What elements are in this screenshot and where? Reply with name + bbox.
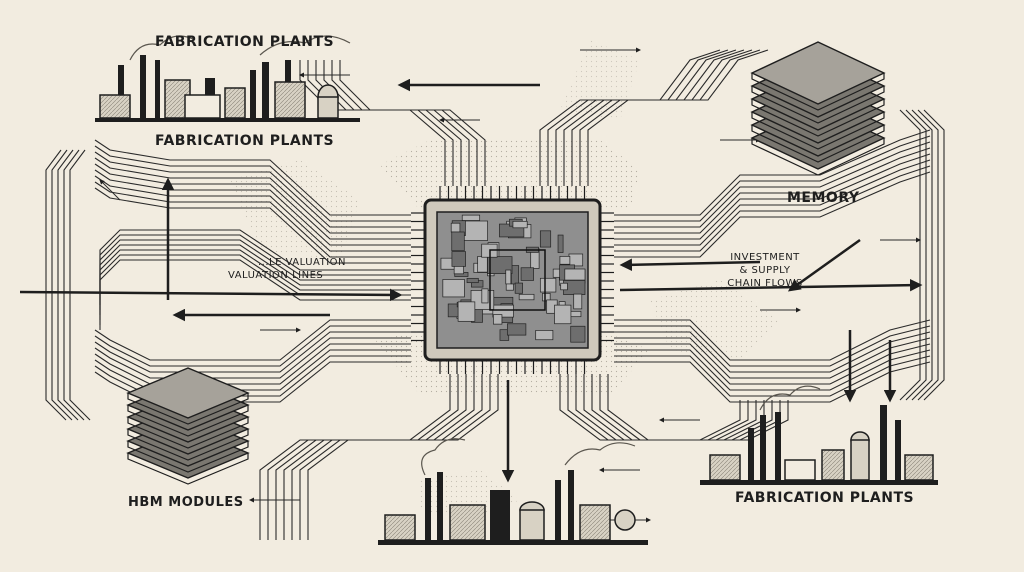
label-investment-line-2: & SUPPLY — [739, 265, 791, 276]
label-investment-line-3: CHAIN FLOWS — [727, 278, 803, 289]
label-valuation-lines: VALUATION LINES — [228, 270, 324, 281]
circuit-routing-lines — [45, 47, 945, 540]
label-valuation-1: ...LE VALUATION — [258, 257, 347, 268]
label-investment-supply-chain: INVESTMENT & SUPPLY CHAIN FLOWS — [710, 251, 820, 290]
factory-bottom-center-icon — [378, 438, 648, 545]
flow-arrows — [19, 78, 923, 483]
factory-top-left-icon — [95, 35, 360, 122]
label-investment-line-1: INVESTMENT — [730, 252, 800, 263]
label-hbm-modules: HBM MODULES — [128, 495, 244, 510]
label-fabrication-plants-bottom-right: FABRICATION PLANTS — [735, 490, 915, 506]
memory-stack-icon — [750, 41, 886, 176]
arrow-right-to-chip — [619, 258, 761, 272]
arrow-chip-to-right — [619, 278, 923, 292]
arrow-diag-right — [787, 238, 861, 292]
hbm-modules-icon — [126, 367, 250, 485]
label-fabrication-plants-top: FABRICATION PLANTS — [155, 34, 335, 50]
central-processor-chip — [411, 186, 614, 374]
arrow-left-to-chip — [19, 288, 403, 302]
label-memory: MEMORY — [787, 190, 860, 206]
label-fabrication-plants-top-2: FABRICATION PLANTS — [155, 133, 335, 149]
factory-bottom-right-icon — [700, 385, 938, 485]
